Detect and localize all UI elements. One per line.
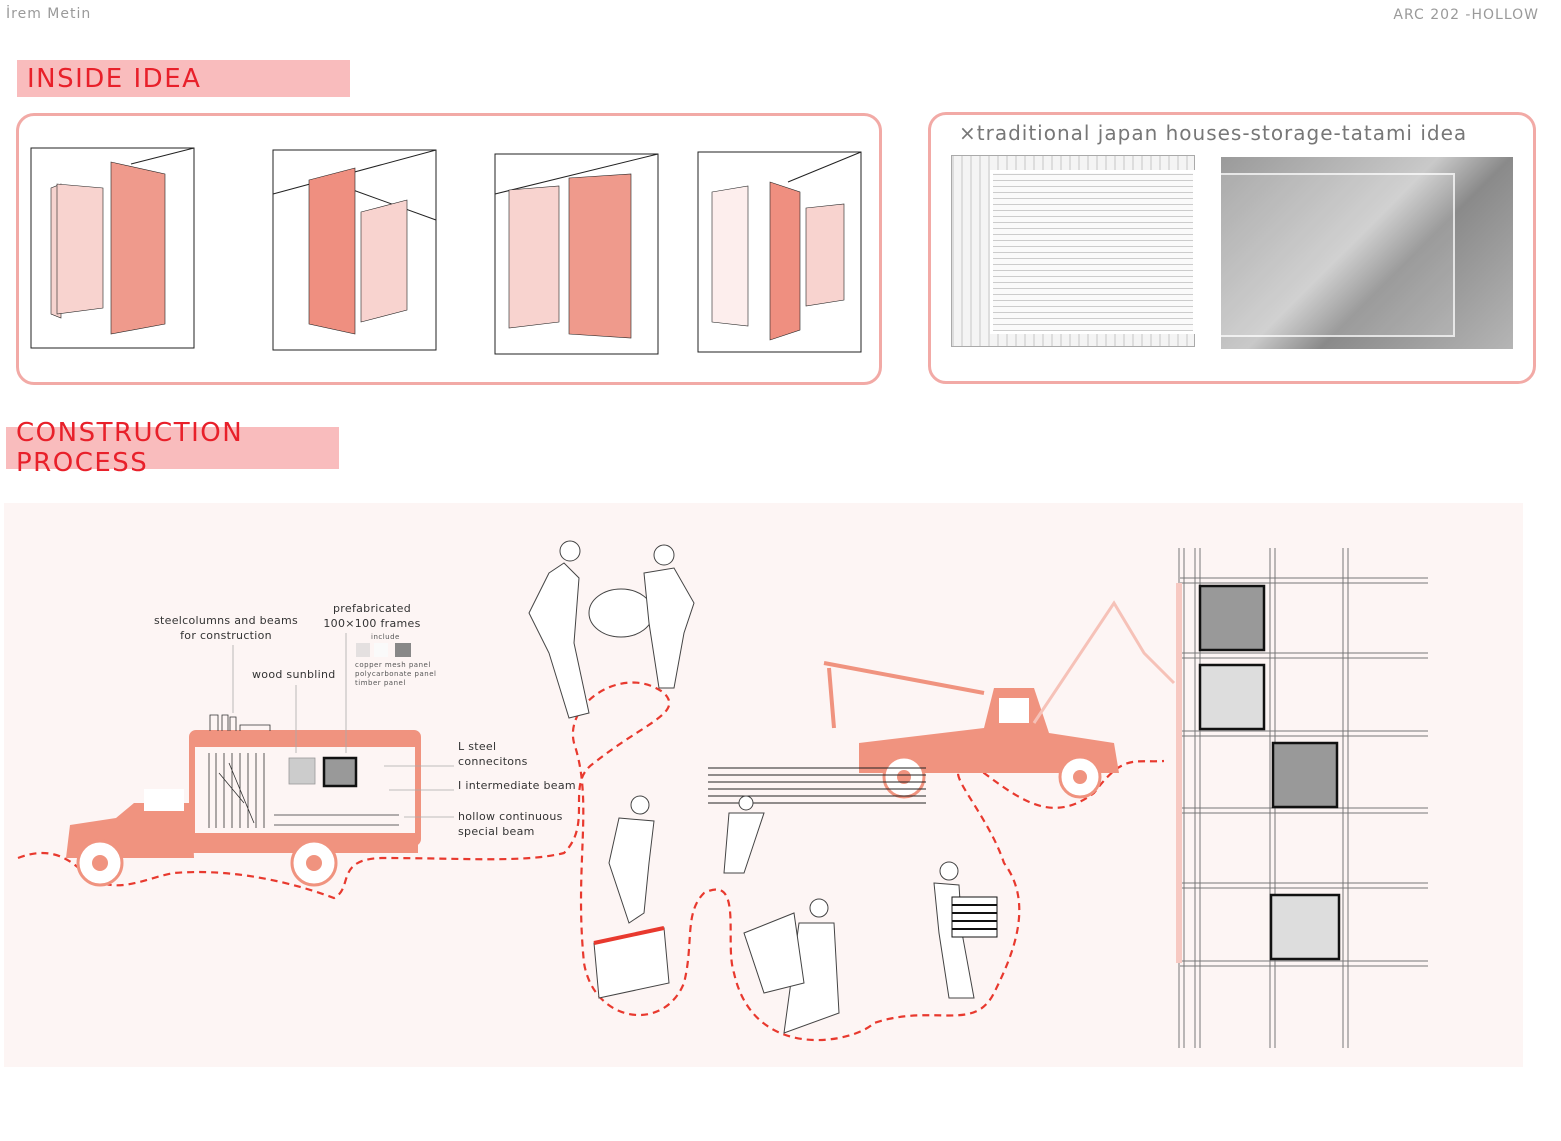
panel-copper: copper mesh panel [355,661,431,669]
truck-cargo [208,633,454,828]
diagram-4 [697,151,862,353]
workers [528,540,998,1034]
project-name: ARC 202 -HOLLOW [1393,7,1539,23]
author-name: İrem Metin [6,6,92,22]
construction-process-heading: CONSTRUCTION PROCESS [6,418,339,478]
reference-frame: ×traditional japan houses-storage-tatami… [928,112,1536,384]
construction-drawing [17,540,1428,1048]
prefab-line-1: prefabricated [333,602,411,615]
tow-truck [823,600,1176,799]
beam-stack [708,767,926,804]
label-steel-columns: steelcolumns and beams for construction [154,614,299,642]
l-steel-line-1: L steel [458,740,497,753]
label-l-steel: L steel connecitons [458,739,528,769]
process-path [17,681,1165,1042]
engawa-corridor-photo [1215,157,1513,349]
prefab-line-2: 100×100 frames [323,617,421,630]
label-prefabricated: prefabricated 100×100 frames [322,601,422,631]
l-steel-line-2: connecitons [458,755,528,768]
diagram-2 [272,149,437,351]
label-wood-sunblind: wood sunblind [252,668,336,681]
panel-timber: timber panel [355,679,406,687]
copper-mesh-swatch [356,643,370,657]
hollow-line-1: hollow continuous [458,810,563,823]
inside-idea-heading: INSIDE IDEA [17,60,350,97]
reference-title: ×traditional japan houses-storage-tatami… [959,121,1468,145]
construction-diagram-panel: steelcolumns and beams for construction … [4,503,1523,1067]
panel-list: copper mesh panel polycarbonate panel ti… [355,661,436,688]
hollow-line-2: special beam [458,825,535,838]
polycarbonate-swatch [374,643,388,657]
label-include: include [371,633,400,641]
label-hollow-beam: hollow continuous special beam [458,809,563,839]
inside-idea-diagrams-frame [16,113,882,385]
timber-swatch [395,643,411,657]
diagram-3 [494,153,659,355]
folding-panel-diagrams [30,147,862,355]
panel-polycarbonate: polycarbonate panel [355,670,437,678]
building-facade [1176,548,1428,1048]
truck [66,730,421,887]
label-i-beam: I intermediate beam [458,779,576,792]
diagram-1 [30,147,195,349]
washitsu-sketch-image [951,155,1196,347]
